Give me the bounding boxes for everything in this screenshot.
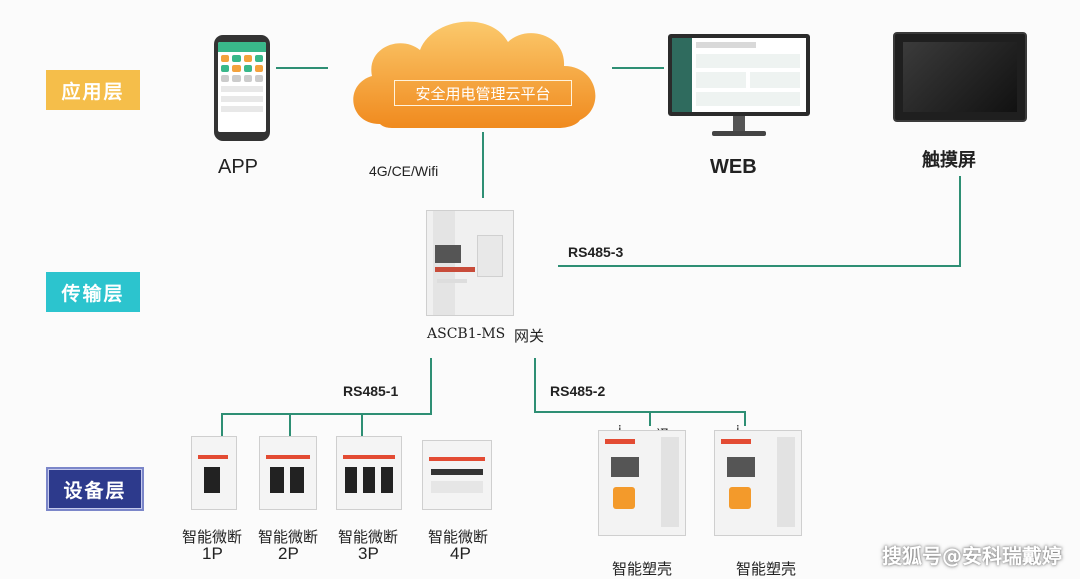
breaker-2p	[259, 436, 317, 510]
mccb-2	[714, 430, 802, 536]
gateway-model-label: ASCB1-MS	[427, 326, 506, 342]
touchscreen-device	[893, 32, 1027, 122]
mccb-1-label: 智能塑壳	[612, 560, 673, 578]
phone-screen	[218, 42, 266, 132]
gateway-name-label: 网关	[514, 327, 545, 345]
gateway-device	[426, 210, 514, 316]
breaker-1p-label: 智能微断	[182, 528, 243, 546]
app-label: APP	[218, 156, 259, 178]
watermark-text: 搜狐号@安科瑞戴婷	[882, 544, 1062, 568]
rs485-1-bus	[221, 395, 432, 436]
rs485-2-bus	[534, 358, 746, 426]
breaker-1p	[191, 436, 237, 510]
rs485-1-label: RS485-1	[343, 383, 399, 399]
transmission-layer-tag: 传输层	[46, 272, 140, 312]
breaker-4p	[422, 440, 492, 510]
touchscreen-label: 触摸屏	[922, 150, 976, 171]
rs485-3-link	[558, 176, 961, 267]
cloud-shape	[353, 21, 596, 129]
breaker-1p-poles: 1P	[202, 544, 223, 563]
breaker-3p-label: 智能微断	[338, 528, 399, 546]
breaker-4p-poles: 4P	[450, 544, 471, 563]
device-layer-tag: 设备层	[46, 467, 144, 511]
application-layer-tag: 应用层	[46, 70, 140, 110]
breaker-3p-poles: 3P	[358, 544, 379, 563]
monitor-screen	[668, 34, 810, 116]
breaker-2p-poles: 2P	[278, 544, 299, 563]
mccb-2-label: 智能塑壳	[736, 560, 797, 578]
breaker-2p-label: 智能微断	[258, 528, 319, 546]
rs485-2-label: RS485-2	[550, 383, 606, 399]
rs485-3-label: RS485-3	[568, 244, 624, 260]
mccb-1	[598, 430, 686, 536]
network-label: 4G/CE/Wifi	[369, 163, 439, 179]
breaker-3p	[336, 436, 402, 510]
cloud-platform-label: 安全用电管理云平台	[394, 80, 572, 106]
monitor-device	[668, 34, 810, 172]
breaker-4p-label: 智能微断	[428, 528, 489, 546]
phone-device	[214, 35, 270, 141]
web-label: WEB	[710, 156, 757, 178]
